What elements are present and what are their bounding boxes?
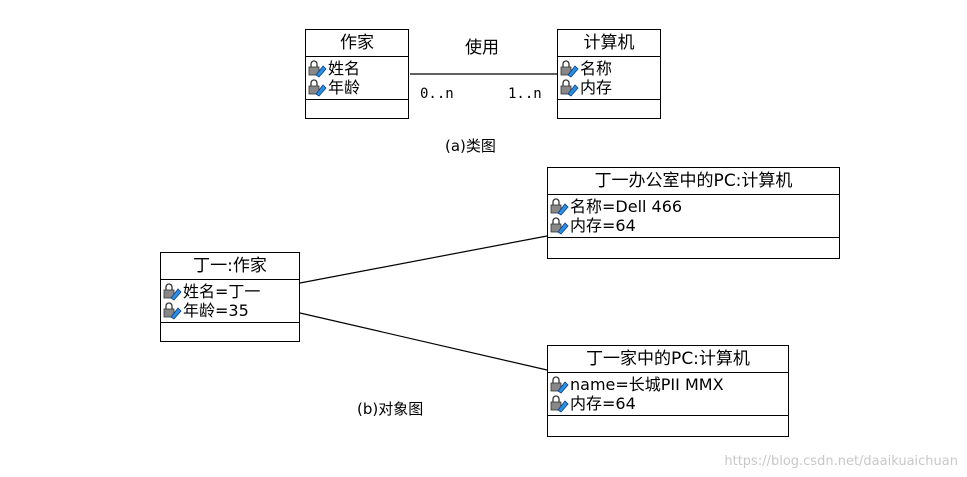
attribute-text: 内存=64: [570, 394, 636, 413]
attribute-text: 姓名: [328, 59, 361, 78]
caption-class-diagram: (a)类图: [445, 137, 496, 155]
attribute-row: 年龄=35: [163, 301, 299, 320]
multiplicity-left: 0..n: [420, 86, 454, 102]
private-attribute-icon: [163, 302, 182, 320]
operation-compartment: [548, 238, 839, 252]
private-attribute-icon: [560, 60, 579, 78]
attribute-compartment: name=长城PII MMX 内存=64: [548, 373, 788, 416]
attribute-compartment: 姓名=丁一 年龄=35: [161, 280, 299, 323]
private-attribute-icon: [550, 376, 569, 394]
object-name: 丁一办公室中的PC:计算机: [548, 168, 839, 195]
multiplicity-right: 1..n: [508, 86, 542, 102]
object-box-office-pc: 丁一办公室中的PC:计算机 名称=Dell 466 内存=64: [547, 167, 840, 259]
private-attribute-icon: [550, 395, 569, 413]
private-attribute-icon: [308, 79, 327, 97]
class-name: 计算机: [558, 30, 660, 57]
operation-compartment: [306, 100, 408, 114]
attribute-row: 内存=64: [550, 394, 788, 413]
attribute-row: 姓名=丁一: [163, 282, 299, 301]
attribute-compartment: 姓名 年龄: [306, 57, 408, 100]
object-name: 丁一家中的PC:计算机: [548, 346, 788, 373]
watermark: https://blog.csdn.net/daaikuaichuan: [724, 454, 958, 469]
caption-object-diagram: (b)对象图: [357, 400, 424, 418]
operation-compartment: [548, 416, 788, 430]
operation-compartment: [558, 100, 660, 114]
private-attribute-icon: [560, 79, 579, 97]
private-attribute-icon: [550, 217, 569, 235]
attribute-row: 年龄: [308, 78, 408, 97]
attribute-text: 名称: [580, 59, 613, 78]
attribute-text: 内存: [580, 78, 613, 97]
object-box-home-pc: 丁一家中的PC:计算机 name=长城PII MMX 内存=64: [547, 345, 789, 437]
attribute-text: 姓名=丁一: [183, 282, 261, 301]
attribute-text: 年龄: [328, 78, 361, 97]
attribute-row: 内存=64: [550, 216, 839, 235]
attribute-text: 年龄=35: [183, 301, 249, 320]
private-attribute-icon: [163, 283, 182, 301]
association-label: 使用: [465, 38, 499, 58]
attribute-row: 名称: [560, 59, 660, 78]
attribute-row: 名称=Dell 466: [550, 197, 839, 216]
link-line-office: [299, 235, 548, 284]
attribute-row: 姓名: [308, 59, 408, 78]
attribute-compartment: 名称 内存: [558, 57, 660, 100]
class-name: 作家: [306, 30, 408, 57]
operation-compartment: [161, 323, 299, 337]
attribute-row: name=长城PII MMX: [550, 375, 788, 394]
class-box-writer: 作家 姓名 年龄: [305, 29, 409, 119]
link-line-home: [299, 312, 548, 371]
object-box-writer: 丁一:作家 姓名=丁一 年龄=35: [160, 252, 300, 342]
attribute-text: 内存=64: [570, 216, 636, 235]
object-name: 丁一:作家: [161, 253, 299, 280]
private-attribute-icon: [550, 198, 569, 216]
attribute-text: 名称=Dell 466: [570, 197, 683, 216]
private-attribute-icon: [308, 60, 327, 78]
attribute-row: 内存: [560, 78, 660, 97]
attribute-text: name=长城PII MMX: [570, 375, 724, 394]
class-box-computer: 计算机 名称 内存: [557, 29, 661, 119]
attribute-compartment: 名称=Dell 466 内存=64: [548, 195, 839, 238]
